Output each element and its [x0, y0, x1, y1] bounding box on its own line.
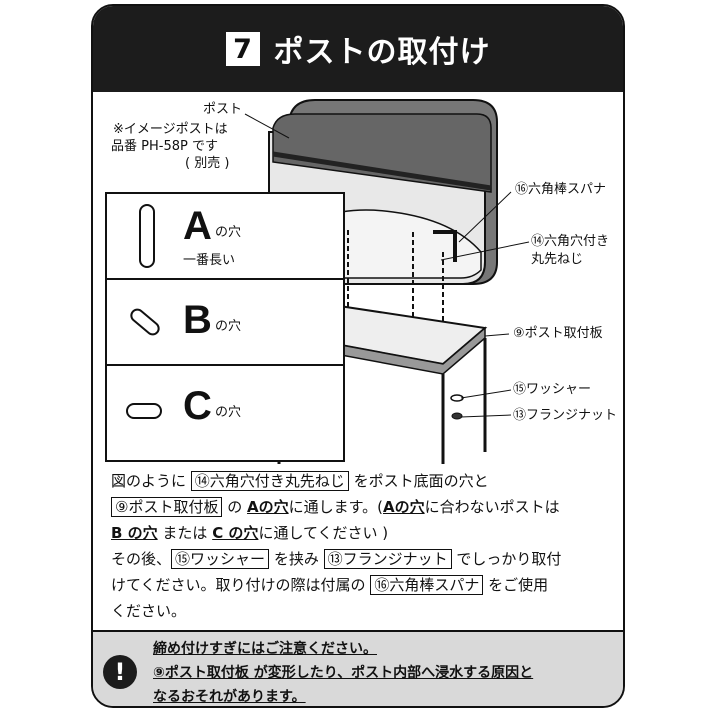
washer-label: ⑮ワッシャー [513, 382, 592, 397]
text: をご使用 [488, 576, 549, 594]
horizontal-slot-icon [126, 403, 162, 419]
part-9-box: ⑨ポスト取付板 [111, 497, 223, 517]
instruction-line-5: けてください。取り付けの際は付属の ⑯六角棒スパナ をご使用 [111, 572, 621, 598]
hole-c-row: C の穴 [107, 366, 343, 452]
warning-line-1: 締め付けすぎにはご注意ください。 [153, 641, 377, 657]
step-header: 7 ポストの取付け [93, 6, 623, 92]
hex-wrench [433, 230, 457, 262]
text: に合わないポストは [424, 498, 560, 516]
leader-wrench [458, 191, 512, 243]
nut-label: ⑬フランジナット [513, 408, 618, 423]
diagonal-slot-icon [130, 308, 160, 336]
post-label: ポスト [203, 102, 243, 117]
instruction-line-3: B の穴 または C の穴に通してください ) [111, 520, 621, 546]
hole-b-ref: B の穴 [111, 524, 158, 542]
part-15-box: ⑮ワッシャー [171, 549, 270, 569]
instruction-line-2: ⑨ポスト取付板 の Aの穴に通します。(Aの穴に合わないポストは [111, 494, 621, 520]
screw-label-2: 丸先ねじ [531, 252, 584, 267]
text: に通してください ) [258, 524, 389, 542]
leader-screw [440, 241, 530, 261]
post-note-1: ※イメージポストは [113, 122, 228, 137]
instruction-line-6: ください。 [111, 602, 187, 620]
screw-label-1: ⑭六角穴付き [531, 234, 610, 249]
post-slot [272, 151, 492, 191]
hole-a-letter: A [183, 204, 212, 248]
step-number: 7 [225, 32, 260, 66]
leader-washer [460, 389, 512, 399]
warning-text: 締め付けすぎにはご注意ください。 ⑨ポスト取付板 が変形したり、ポスト内部へ浸水… [153, 637, 534, 706]
text: でしっかり取付 [456, 550, 562, 568]
hole-b-suffix: の穴 [215, 319, 242, 334]
leader-nut [460, 414, 512, 418]
text: または [157, 524, 213, 542]
instruction-line-1: 図のように ⑭六角穴付き丸先ねじ をポスト底面の穴と [111, 468, 621, 494]
hole-c-suffix: の穴 [215, 405, 242, 420]
hole-a-ref: Aの穴 [247, 498, 289, 516]
hole-legend: A の穴 一番長い B の穴 C の穴 [105, 192, 345, 462]
long-slot-icon [139, 204, 155, 268]
text: 図のように [111, 472, 187, 490]
part-14-box: ⑭六角穴付き丸先ねじ [190, 471, 349, 491]
text: をポスト底面の穴と [353, 472, 489, 490]
instruction-line-4: その後、⑮ワッシャー を挟み ⑬フランジナット でしっかり取付 [111, 546, 621, 572]
hole-a-suffix: の穴 [215, 225, 242, 240]
hole-b-row: B の穴 [107, 280, 343, 366]
text: けてください。取り付けの際は付属の [111, 576, 366, 594]
nut [451, 412, 463, 420]
warning-line-2: ⑨ポスト取付板 が変形したり、ポスト内部へ浸水する原因と [153, 665, 534, 681]
hole-a-row: A の穴 一番長い [107, 194, 343, 280]
instruction-card: 7 ポストの取付け [91, 4, 625, 708]
part-16-box: ⑯六角棒スパナ [370, 575, 484, 595]
post-note-3: ( 別売 ) [185, 156, 230, 171]
text: に通します。( [288, 498, 383, 516]
wrench-label: ⑯六角棒スパナ [515, 182, 607, 197]
text: の [227, 498, 243, 516]
hole-b-letter: B [183, 298, 212, 342]
text: その後、 [111, 550, 172, 568]
instruction-text: 図のように ⑭六角穴付き丸先ねじ をポスト底面の穴と ⑨ポスト取付板 の Aの穴… [111, 468, 621, 624]
leader-post [244, 113, 290, 139]
post-note-2: 品番 PH-58P です [111, 139, 218, 154]
exclamation-icon: ! [103, 655, 137, 689]
leader-plate [484, 333, 510, 337]
text: を挟み [273, 550, 319, 568]
step-title: ポストの取付け [273, 35, 491, 70]
warning-panel: ! 締め付けすぎにはご注意ください。 ⑨ポスト取付板 が変形したり、ポスト内部へ… [93, 630, 623, 706]
warning-line-3: なるおそれがあります。 [153, 689, 306, 705]
hole-a-note: 一番長い [183, 253, 236, 268]
hole-c-ref: C の穴 [212, 524, 259, 542]
plate-label: ⑨ポスト取付板 [513, 326, 603, 341]
hole-a-ref-2: Aの穴 [383, 498, 425, 516]
part-13-box: ⑬フランジナット [323, 549, 452, 569]
post-top-face [272, 113, 492, 193]
hole-c-letter: C [183, 384, 212, 428]
